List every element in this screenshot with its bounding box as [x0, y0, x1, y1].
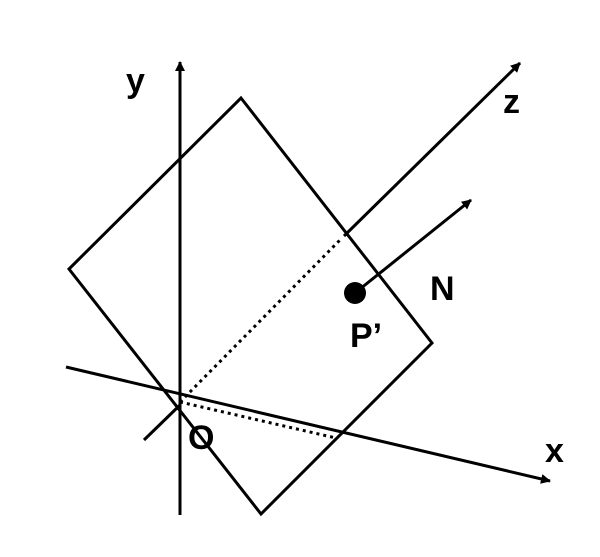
- normal-label: N: [430, 270, 455, 308]
- plane: [66, 95, 434, 517]
- hidden-x-projection: [179, 400, 337, 440]
- z-axis-label: z: [503, 83, 520, 121]
- z-axis: [342, 61, 522, 238]
- z-axis-lower-segment: [142, 403, 182, 442]
- hidden-z-projection: [178, 238, 342, 404]
- point-label: P’: [350, 317, 382, 355]
- x-axis-label: x: [545, 432, 564, 470]
- normal-vector: [354, 198, 472, 295]
- origin-label: O: [188, 419, 214, 457]
- y-axis-label: y: [126, 62, 145, 100]
- point-p-prime: [344, 282, 366, 304]
- x-axis: [65, 365, 551, 484]
